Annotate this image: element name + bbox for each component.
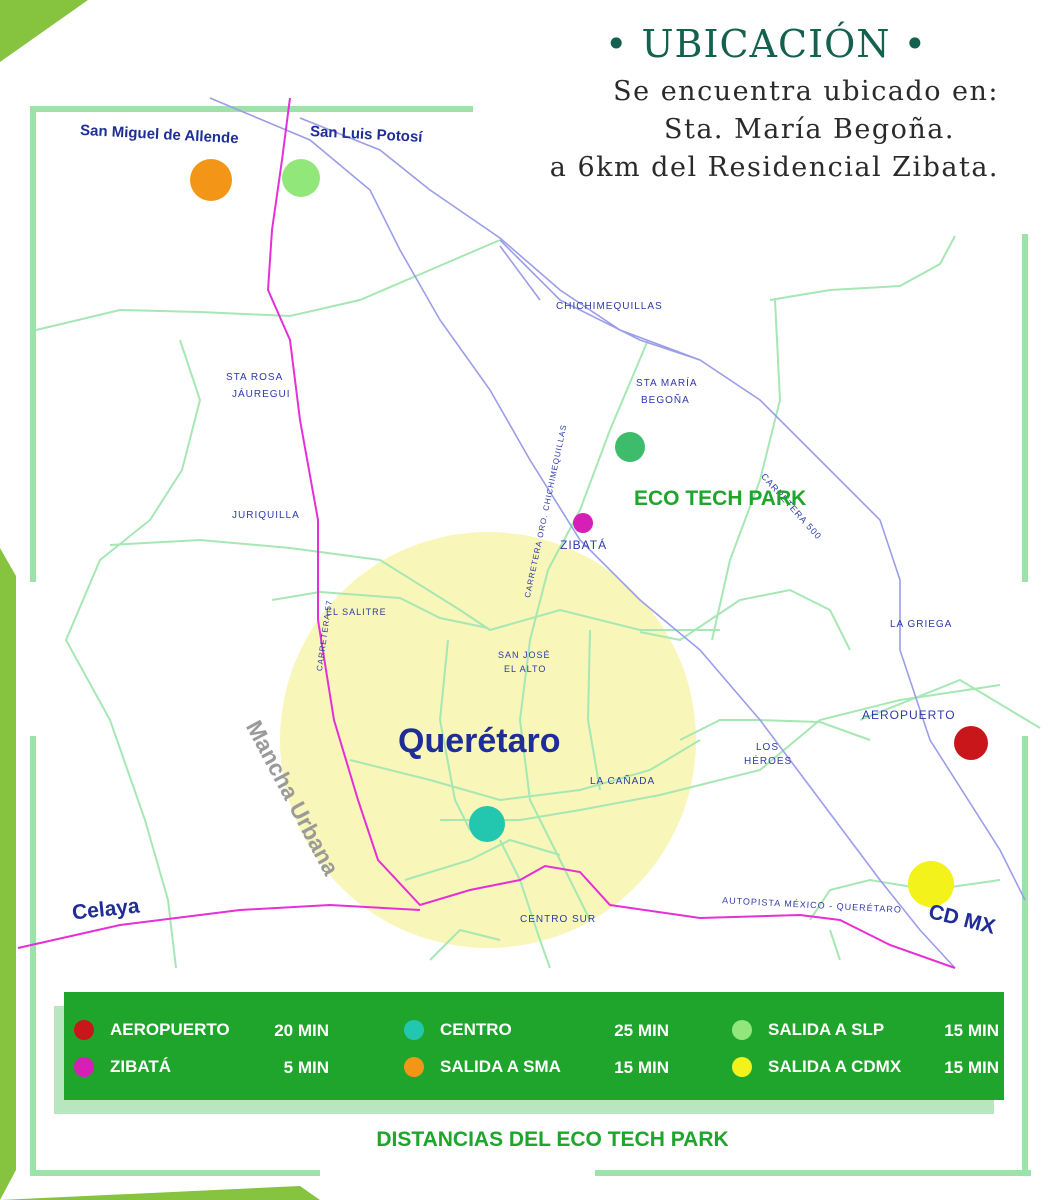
label-la-canada: LA CAÑADA: [590, 776, 656, 787]
eco-tech-park-marker[interactable]: [615, 432, 645, 462]
legend-label: CENTRO: [440, 1020, 512, 1039]
legend-label: ZIBATÁ: [110, 1057, 172, 1076]
legend-time: 25 MIN: [614, 1021, 669, 1040]
corner-decoration-left: [0, 548, 16, 1200]
red-dot-icon: [74, 1020, 94, 1040]
centro-marker[interactable]: [469, 806, 505, 842]
label-sta-maria-1: STA MARÍA: [636, 378, 698, 389]
label-sta-rosa-2: JÁUREGUI: [232, 389, 291, 400]
legend-time: 15 MIN: [944, 1021, 999, 1040]
legend-item-salida-sma: SALIDA A SMA: [404, 1057, 561, 1077]
magenta-dot-icon: [74, 1057, 94, 1077]
legend-time: 15 MIN: [944, 1058, 999, 1077]
legend-label: SALIDA A CDMX: [768, 1057, 902, 1076]
san-luis-exit-marker[interactable]: [282, 159, 320, 197]
legend-item-salida-slp: SALIDA A SLP: [732, 1020, 884, 1040]
cdmx-exit-marker[interactable]: [908, 861, 954, 907]
label-aeropuerto: AEROPUERTO: [862, 708, 956, 722]
main-roads: [209, 97, 1026, 969]
label-san-jose-2: EL ALTO: [504, 664, 547, 674]
san-miguel-exit-marker[interactable]: [190, 159, 232, 201]
map-frame: [30, 106, 1031, 1176]
footer-caption: DISTANCIAS DEL ECO TECH PARK: [376, 1128, 729, 1151]
legend-label: SALIDA A SLP: [768, 1020, 885, 1039]
highways: [17, 97, 956, 969]
label-sta-maria-2: BEGOÑA: [641, 395, 690, 406]
legend-item-zibata: ZIBATÁ: [74, 1057, 171, 1077]
label-centro-sur: CENTRO SUR: [520, 914, 597, 925]
legend-label: SALIDA A SMA: [440, 1057, 561, 1076]
section-title: • UBICACIÓN •: [605, 22, 927, 66]
distance-legend: AEROPUERTO 20 MIN ZIBATÁ 5 MIN CENTRO 25…: [64, 992, 1004, 1100]
light-green-dot-icon: [732, 1020, 752, 1040]
legend-time: 15 MIN: [614, 1058, 669, 1077]
orange-dot-icon: [404, 1057, 424, 1077]
secondary-roads: [35, 235, 1041, 969]
label-los-heroes-1: LOS: [756, 742, 780, 753]
location-line-1: Se encuentra ubicado en:: [613, 76, 999, 107]
legend-time: 5 MIN: [283, 1058, 329, 1077]
label-sta-rosa-1: STA ROSA: [226, 372, 284, 383]
aeropuerto-marker[interactable]: [954, 726, 988, 760]
label-juriquilla: JURIQUILLA: [232, 510, 300, 521]
legend-label: AEROPUERTO: [110, 1020, 230, 1039]
legend-item-aeropuerto: AEROPUERTO: [74, 1020, 230, 1040]
yellow-dot-icon: [732, 1057, 752, 1077]
label-eco-tech-park: ECO TECH PARK: [634, 487, 807, 510]
label-chichimequillas: CHICHIMEQUILLAS: [556, 301, 663, 312]
label-san-jose-1: SAN JOSÉ: [498, 650, 551, 660]
label-el-salitre: EL SALITRE: [326, 607, 387, 617]
corner-decoration-top-left: [0, 0, 88, 62]
legend-time: 20 MIN: [274, 1021, 329, 1040]
label-queretaro: Querétaro: [398, 722, 561, 760]
label-zibata: ZIBATÁ: [560, 538, 608, 552]
label-la-griega: LA GRIEGA: [890, 619, 953, 630]
location-line-2: Sta. María Begoña.: [663, 114, 955, 145]
urban-area-circle: [280, 532, 696, 948]
zibata-marker[interactable]: [573, 513, 593, 533]
corner-decoration-bottom: [0, 1186, 320, 1200]
legend-item-centro: CENTRO: [404, 1020, 512, 1040]
teal-dot-icon: [404, 1020, 424, 1040]
location-line-3: a 6km del Residencial Zibata.: [549, 152, 999, 183]
label-los-heroes-2: HÉROES: [744, 756, 793, 767]
legend-item-salida-cdmx: SALIDA A CDMX: [732, 1057, 901, 1077]
